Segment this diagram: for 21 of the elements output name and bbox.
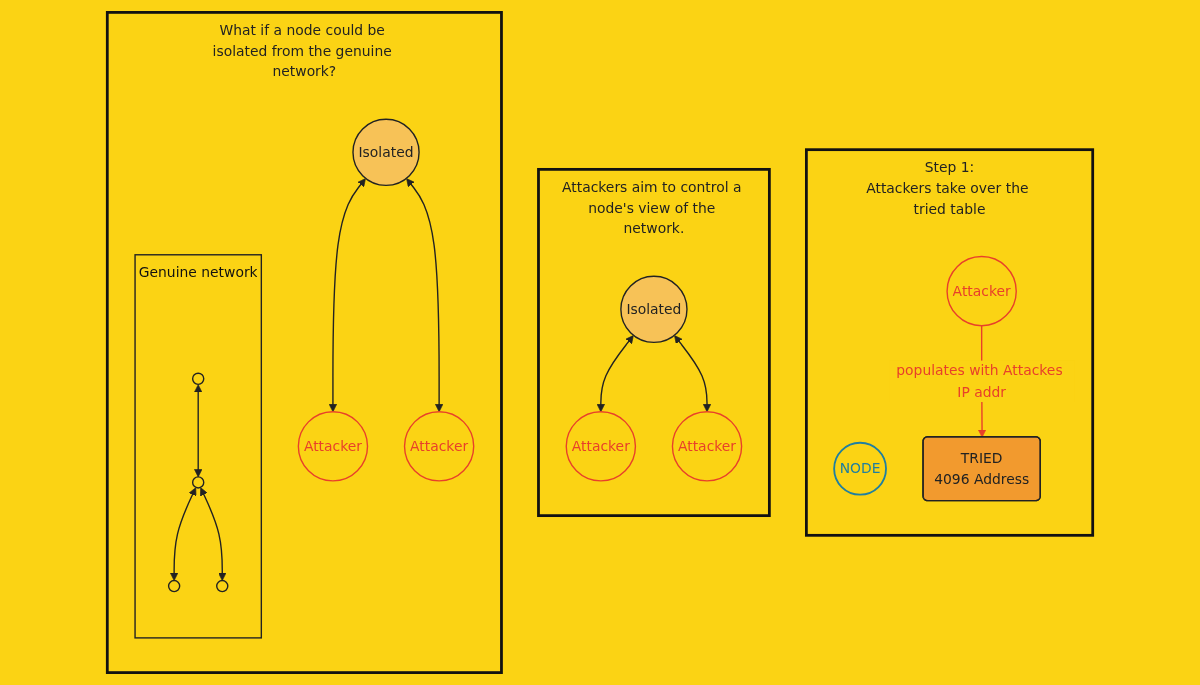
arrow — [194, 384, 203, 478]
arrow — [328, 178, 366, 413]
arrow — [170, 487, 197, 581]
cluster: Genuine network — [134, 254, 263, 639]
node-circle — [191, 476, 205, 489]
node-circle: Attacker — [946, 255, 1017, 327]
node-circle — [167, 579, 181, 593]
node-circle: Attacker — [671, 411, 743, 482]
node-circle — [216, 579, 229, 593]
node-circle: NODE — [833, 441, 887, 496]
arrow — [674, 335, 712, 413]
node-circle — [191, 372, 205, 386]
node-circle: Attacker — [297, 411, 369, 482]
edge-label: populates with Attackes IP addr — [896, 362, 1063, 400]
node-circle: Attacker — [403, 411, 475, 482]
node-circle: Isolated — [620, 275, 688, 344]
node-circle: Isolated — [352, 118, 420, 187]
arrow — [406, 178, 444, 413]
arrow — [596, 335, 634, 413]
arrow — [200, 487, 227, 581]
node-circle: Attacker — [565, 411, 637, 482]
